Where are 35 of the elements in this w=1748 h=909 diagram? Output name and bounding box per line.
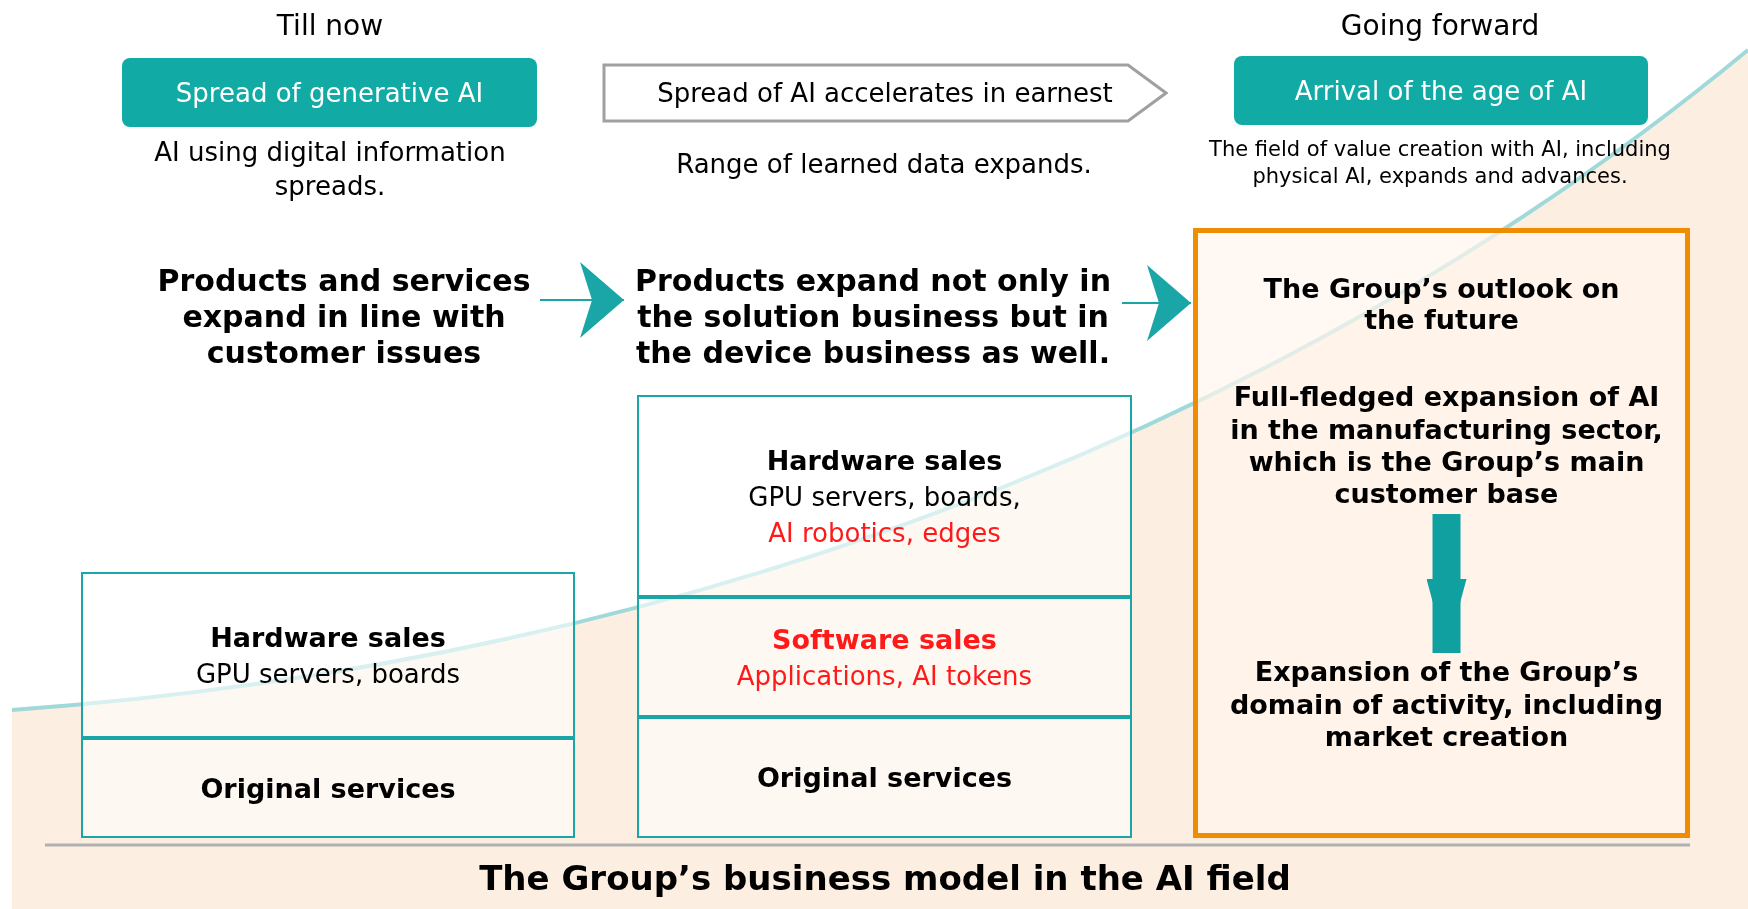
box-text: GPU servers, boards <box>195 658 461 689</box>
box-heading: Software sales <box>772 623 997 655</box>
box-text: GPU servers, boards, <box>748 481 1021 512</box>
box-heading: Hardware sales <box>766 444 1003 476</box>
description-text: Range of learned data expands. <box>675 148 1093 181</box>
box-heading: Hardware sales <box>210 621 446 653</box>
label-text: Arrival of the age of AI <box>1294 75 1588 106</box>
sales-box <box>637 717 1132 838</box>
sales-box <box>81 572 575 738</box>
box-heading: Original services <box>200 772 456 804</box>
arrow-banner <box>602 63 1168 123</box>
label-text: Full-fledged expansion of AI in the manufacturing sector, which is the Group’s main customer base <box>1229 381 1664 511</box>
label-text: Products expand not only in the solution business but in the device business as well. <box>634 262 1112 371</box>
column-heading: Going forward <box>1339 8 1541 44</box>
label-text: Expansion of the Group’s domain of activity, including market creation <box>1228 656 1665 754</box>
down-arrow <box>1426 514 1467 653</box>
label-text: The Group’s outlook on the future <box>1262 273 1621 335</box>
description-text: The field of value creation with AI, including physical AI, expands and advances. <box>1208 136 1672 191</box>
phase-banner <box>1234 56 1648 125</box>
outlook-box <box>1193 228 1690 838</box>
chevron-arrow <box>539 262 625 338</box>
column-heading: Till now <box>275 8 385 44</box>
phase-banner <box>122 58 537 127</box>
label-text: Products and services expand in line with customer issues <box>156 262 532 371</box>
sales-box <box>637 597 1132 717</box>
caption: The Group’s business model in the AI field <box>478 858 1292 898</box>
label-text: Spread of AI accelerates in earnest <box>657 78 1113 108</box>
chevron-arrow <box>1121 265 1192 341</box>
sales-box <box>637 395 1132 597</box>
description-text: AI using digital information spreads. <box>153 136 507 203</box>
box-text: AI robotics, edges <box>768 517 1001 548</box>
box-heading: Original services <box>756 762 1013 793</box>
sales-box <box>81 738 575 838</box>
label-text: Spread of generative AI <box>175 77 484 108</box>
box-text: Applications, AI tokens <box>736 660 1033 691</box>
